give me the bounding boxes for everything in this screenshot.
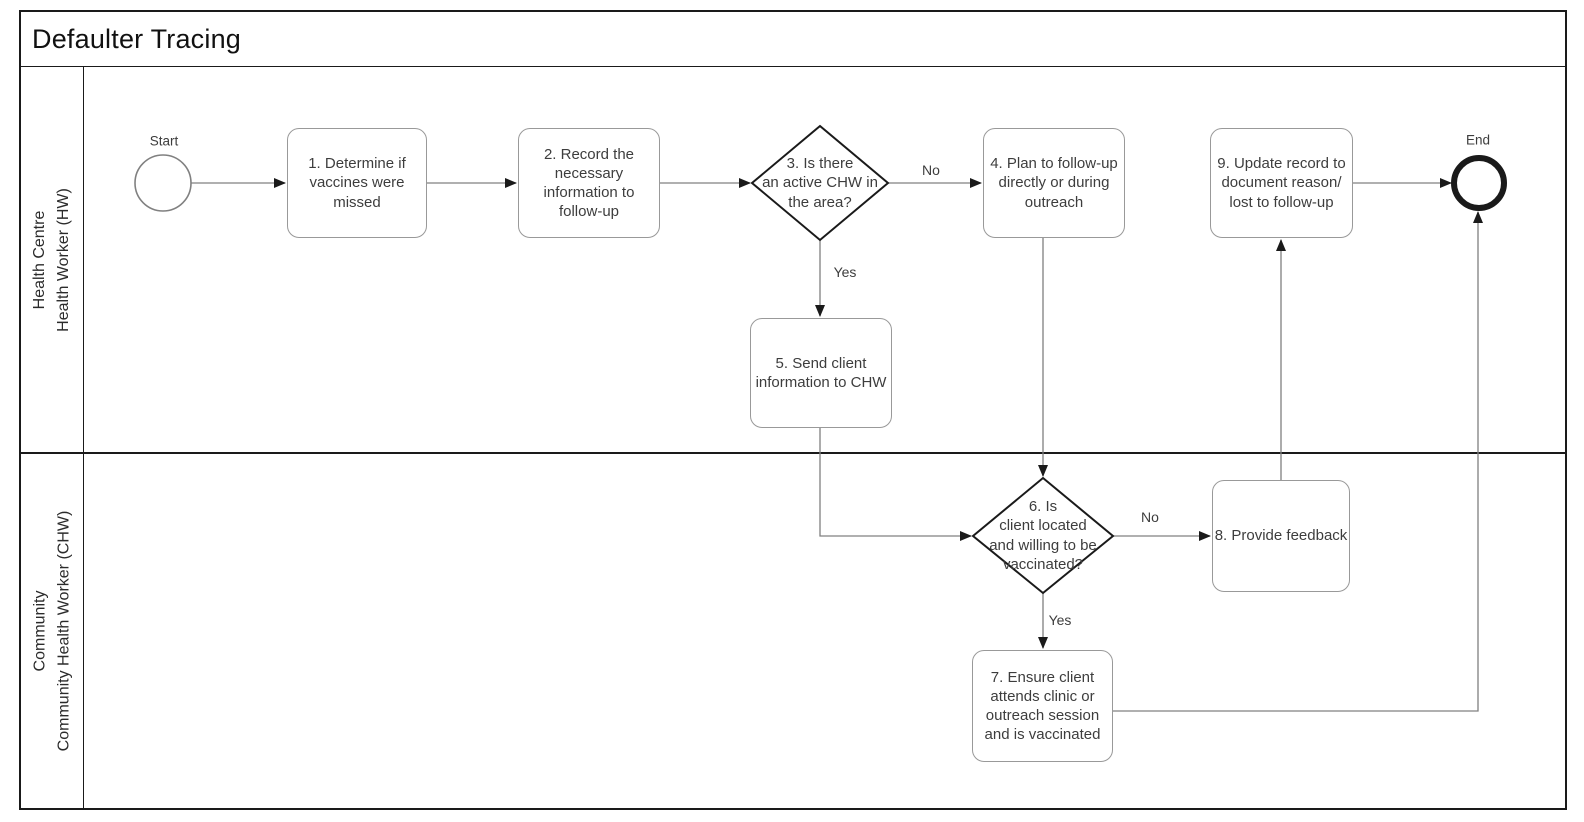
- start-event-label: Start: [149, 133, 179, 149]
- task-1-determine-vaccines-missed: 1. Determine if vaccines were missed: [287, 128, 427, 238]
- gateway-3-shape: [750, 124, 890, 242]
- end-event-label: End: [1465, 132, 1491, 148]
- gateway-6-shape: [971, 476, 1115, 595]
- start-event-shape: [134, 154, 192, 212]
- pool-title-band: Defaulter Tracing: [21, 12, 1565, 67]
- task-label: 7. Ensure client attends clinic or outre…: [984, 668, 1101, 744]
- task-4-plan-follow-up: 4. Plan to follow-up directly or during …: [983, 128, 1125, 238]
- edge-label-gateway6-no: No: [1141, 509, 1159, 525]
- gateway-label: 3. Is there an active CHW in the area?: [762, 155, 878, 211]
- edge-label-gateway3-no: No: [922, 162, 940, 178]
- task-label: 2. Record the necessary information to f…: [543, 145, 635, 221]
- edge-label-gateway3-yes: Yes: [833, 264, 857, 280]
- lane-label-column-divider: [83, 67, 84, 808]
- task-5-send-client-info: 5. Send client information to CHW: [750, 318, 892, 428]
- task-2-record-information: 2. Record the necessary information to f…: [518, 128, 660, 238]
- task-9-update-record: 9. Update record to document reason/ los…: [1210, 128, 1353, 238]
- task-label: 5. Send client information to CHW: [755, 354, 887, 391]
- lane-divider: [21, 452, 1565, 454]
- edge-label-gateway6-yes: Yes: [1048, 612, 1072, 628]
- end-event-shape: [1451, 155, 1507, 211]
- gateway-6-client-located: 6. Is client located and willing to be v…: [968, 488, 1118, 583]
- task-8-provide-feedback: 8. Provide feedback: [1212, 480, 1350, 592]
- edge-task5-to-gateway6: [819, 428, 972, 541]
- task-7-ensure-client-attends: 7. Ensure client attends clinic or outre…: [972, 650, 1113, 762]
- edge-task7-to-end: [1113, 211, 1483, 712]
- diagram-title: Defaulter Tracing: [32, 23, 241, 54]
- task-label: 8. Provide feedback: [1214, 527, 1348, 545]
- task-label: 4. Plan to follow-up directly or during …: [990, 155, 1118, 211]
- task-label: 1. Determine if vaccines were missed: [308, 155, 406, 211]
- gateway-label: 6. Is client located and willing to be v…: [989, 498, 1097, 573]
- task-label: 9. Update record to document reason/ los…: [1217, 155, 1346, 211]
- gateway-3-active-chw: 3. Is there an active CHW in the area?: [752, 136, 888, 230]
